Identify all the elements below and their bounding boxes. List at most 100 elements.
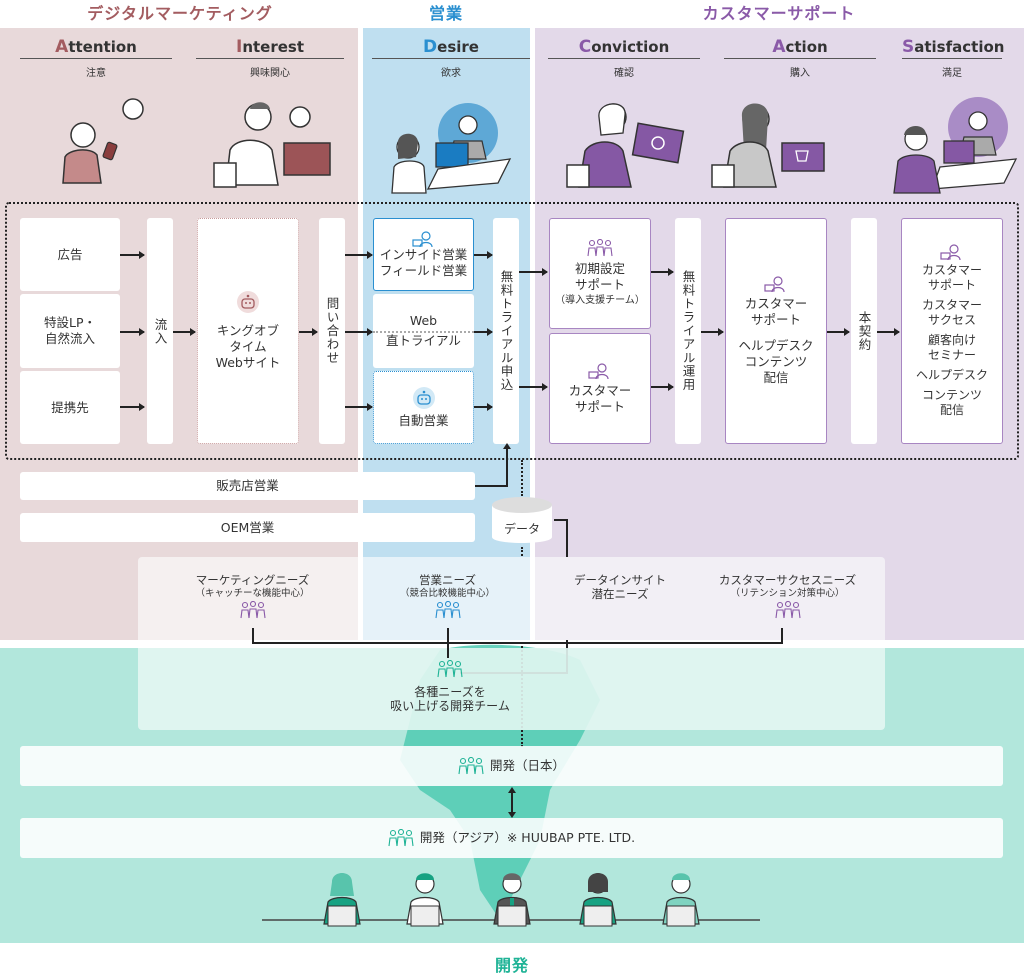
cs-needs-sub: （リテンション対策中心） (730, 588, 845, 599)
arrow-head-up (503, 443, 511, 449)
trial-ops-box: 無料トライアル運用 (675, 218, 701, 444)
stage-ja: 興味関心 (250, 68, 290, 79)
oem-label: OEM営業 (220, 519, 275, 535)
arrow-contract-satisfaction (877, 328, 900, 336)
headset-operator-icon (764, 276, 785, 292)
stage-action: Action 購入 (724, 38, 876, 79)
source-label: 広告 (57, 246, 83, 262)
stage-initial: S (902, 37, 915, 57)
marketing-needs-title: マーケティングニーズ (195, 573, 310, 587)
arrow-auto-trial (474, 403, 493, 411)
stage-name: atisfaction (914, 38, 1005, 56)
section-title-dev: 開発 (494, 956, 529, 975)
website-label-2: タイム (229, 339, 267, 354)
website-label-3: Webサイト (215, 355, 281, 370)
developer-5 (662, 873, 700, 927)
inside-sales-label: インサイド営業 (379, 246, 468, 262)
stage-satisfaction: Satisfaction 満足 (902, 37, 1005, 79)
robot-icon (237, 291, 259, 313)
source-ads: 広告 (20, 218, 120, 291)
team-icon (388, 829, 414, 847)
stage-attention: Attention 注意 (20, 38, 172, 79)
stage-ja: 満足 (942, 68, 962, 79)
sales-needs: 営業ニーズ （競合比較機能中心） (375, 573, 520, 622)
oem-sales-box: OEM営業 (20, 513, 475, 542)
arrow-ads-inflow (120, 251, 145, 259)
data-connector-right (554, 519, 568, 521)
arrow-action-contract (827, 328, 850, 336)
onboarding-team-label: （導入支援チーム） (555, 294, 645, 306)
marketing-needs-sub: （キャッチーな機能中心） (195, 588, 310, 599)
reseller-connector (475, 485, 507, 487)
sat-item-label: セミナー (927, 348, 976, 362)
person-settings-laptop-illustration (566, 103, 685, 188)
sat-item-label: 配信 (939, 403, 964, 417)
stage-name: esire (437, 38, 479, 56)
dev-bidirectional-arrow (511, 790, 513, 814)
sales-needs-title: 営業ニーズ (419, 573, 476, 587)
inside-field-sales-box: インサイド営業 フィールド営業 (373, 218, 474, 291)
sat-item-label: サクセス (927, 313, 976, 327)
latent-needs-label: 潜在ニーズ (591, 587, 649, 601)
sales-needs-sub: （競合比較機能中心） (399, 588, 495, 599)
arrow-web-trial (474, 328, 493, 336)
source-partners: 提携先 (20, 371, 120, 444)
support-video-call-illustration (893, 97, 1018, 194)
sat-item-label: サポート (927, 278, 976, 292)
robot-icon (412, 386, 435, 409)
stage-initial: A (55, 37, 69, 57)
cs-needs-title: カスタマーサクセスニーズ (718, 573, 857, 587)
dev-team-label-1: 各種ニーズを (414, 685, 486, 699)
arrow-head-down (508, 812, 516, 818)
trial-ops-label: 無料トライアル運用 (680, 270, 696, 392)
cs-label-1: カスタマー (568, 382, 632, 398)
field-sales-label: フィールド営業 (379, 262, 468, 278)
person-cart-laptop-illustration (711, 103, 825, 188)
developer-2 (406, 873, 444, 927)
arrow-trial-onboarding (519, 268, 548, 276)
stage-name: ttention (68, 38, 137, 56)
person-with-laptop-illustration (213, 102, 331, 188)
stage-initial: A (772, 37, 786, 57)
stage-interest: Interest 興味関心 (196, 38, 344, 79)
team-icon (774, 600, 801, 619)
marketing-needs: マーケティングニーズ （キャッチーな機能中心） (170, 573, 335, 622)
needs-connector-cs (781, 628, 783, 644)
arrow-cs-ops (651, 383, 674, 391)
stage-name: nterest (242, 38, 305, 56)
arrow-ops-action (701, 328, 724, 336)
arrow-inquiry-web (345, 328, 373, 336)
reseller-label: 販売店営業 (216, 478, 279, 493)
trial-cs-box: カスタマー サポート (549, 333, 651, 444)
stage-initial: I (235, 37, 243, 57)
inflow-box: 流入 (147, 218, 173, 444)
sat-item-label: 顧客向け (927, 333, 976, 347)
action-support-box: カスタマー サポート ヘルプデスク コンテンツ 配信 (725, 218, 827, 444)
data-dotted-line-bottom (521, 547, 523, 747)
auto-sales-label: 自動営業 (398, 412, 449, 428)
headset-operator-icon (940, 244, 961, 260)
stage-ja: 注意 (86, 68, 106, 79)
developer-4 (579, 873, 617, 927)
sat-item-label: カスタマー (921, 263, 982, 277)
dev-team-node: 各種ニーズを 吸い上げる開発チーム (380, 659, 520, 713)
website-box: キングオブ タイム Webサイト (197, 218, 299, 444)
dev-asia-box: 開発（アジア）※ HUUBAP PTE. LTD. (20, 818, 1003, 858)
inquiry-box: 問い合わせ (319, 218, 345, 444)
headset-operator-icon (588, 362, 609, 379)
dev-team-label-2: 吸い上げる開発チーム (390, 699, 510, 713)
sat-item-label: カスタマー (921, 298, 982, 312)
needs-panel-sales (363, 557, 530, 640)
developer-1 (323, 873, 361, 927)
dev-japan-label: 開発（日本） (489, 758, 565, 773)
contract-label: 本契約 (856, 310, 872, 352)
needs-panel-marketing (138, 557, 358, 640)
headset-operator-icon (411, 230, 433, 247)
stage-ja: 購入 (790, 68, 810, 79)
data-insight-label: データインサイト (574, 573, 666, 587)
direct-trial-label: 直トライアル (386, 333, 461, 348)
section-title-sales: 営業 (428, 4, 463, 23)
stage-name: onviction (591, 38, 670, 56)
action-label-3: ヘルプデスク (738, 338, 814, 353)
trial-apply-box: 無料トライアル申込 (493, 218, 519, 444)
